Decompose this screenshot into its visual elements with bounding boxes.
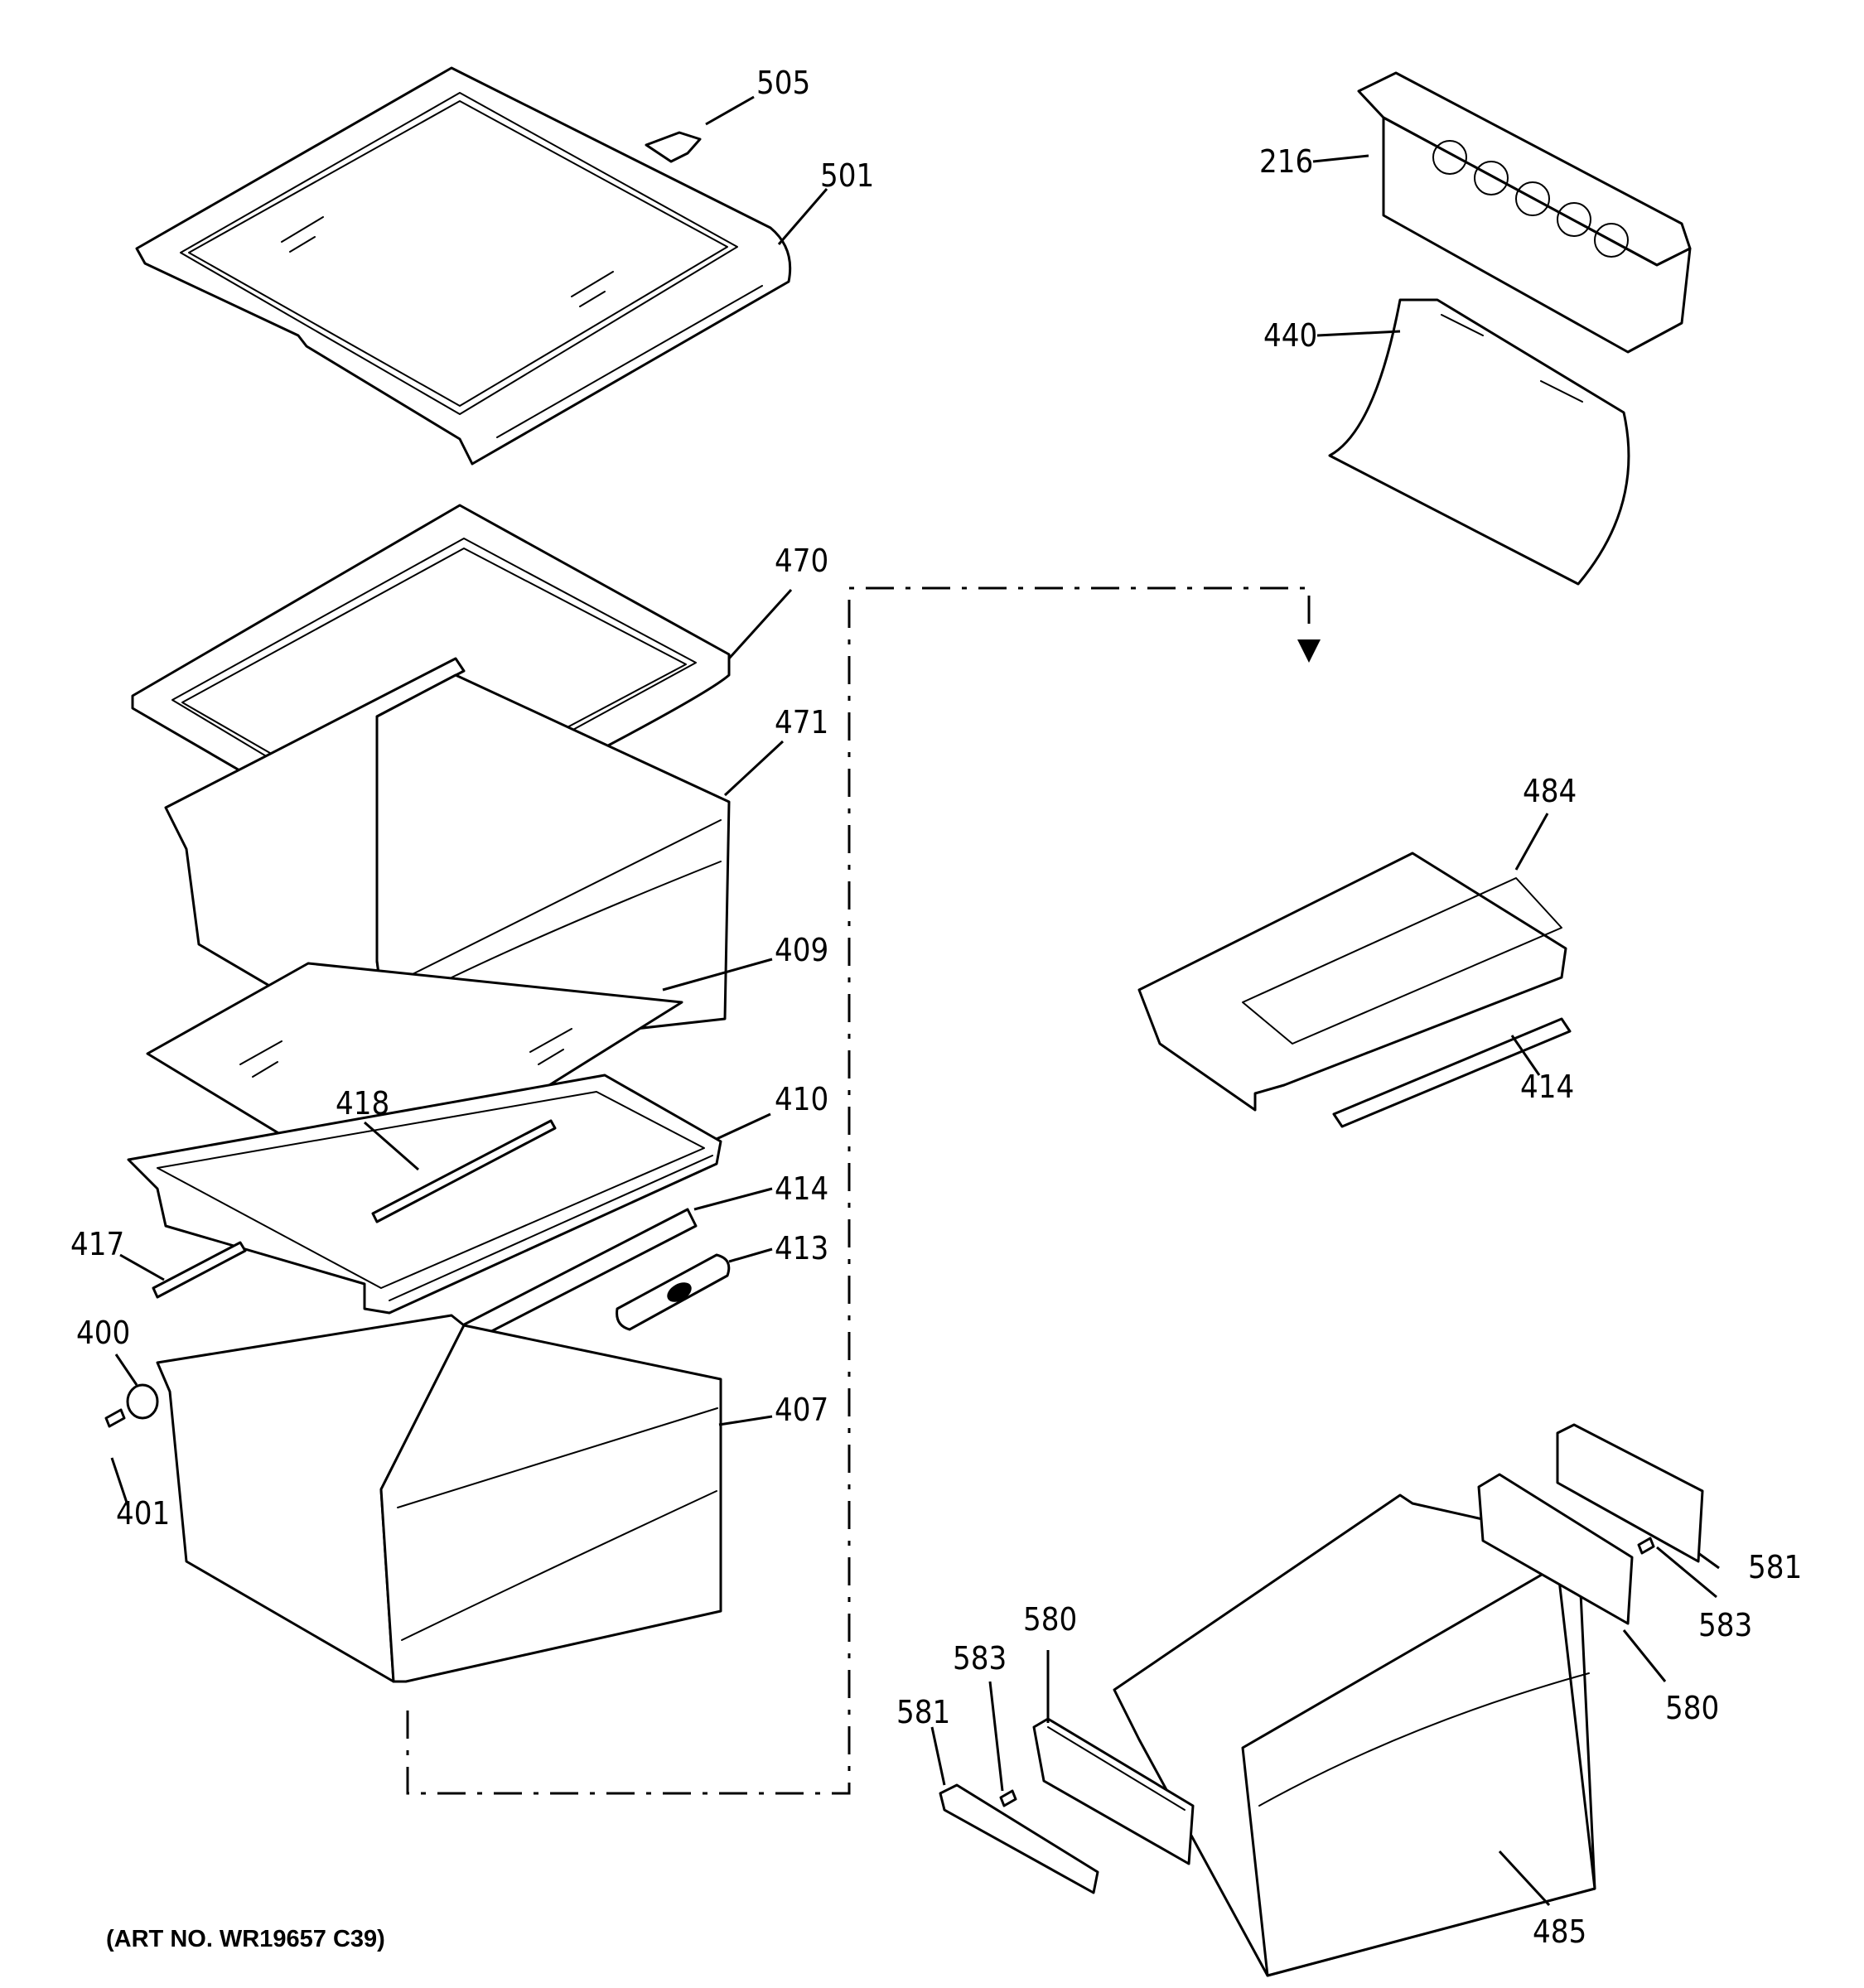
callout-400: 400 bbox=[76, 1315, 130, 1351]
part-407-pan bbox=[156, 1314, 722, 1683]
part-505-clip bbox=[645, 131, 702, 163]
part-400-cap bbox=[126, 1383, 159, 1420]
part-216-bin bbox=[1357, 71, 1692, 354]
callout-471: 471 bbox=[775, 704, 828, 741]
part-580-slide-right bbox=[1477, 1473, 1634, 1625]
callout-485: 485 bbox=[1533, 1913, 1586, 1950]
part-413-handle bbox=[616, 1253, 731, 1331]
callout-505: 505 bbox=[756, 65, 810, 101]
callout-409: 409 bbox=[775, 932, 828, 968]
callout-216: 216 bbox=[1259, 143, 1313, 180]
callout-501: 501 bbox=[820, 157, 874, 194]
part-583-screw-left bbox=[999, 1789, 1017, 1807]
callout-418: 418 bbox=[336, 1085, 389, 1122]
callout-470: 470 bbox=[775, 543, 828, 579]
part-440-curved-panel bbox=[1328, 298, 1630, 586]
callout-413: 413 bbox=[775, 1230, 828, 1267]
part-417-rod bbox=[152, 1241, 247, 1299]
part-583-screw-right bbox=[1637, 1537, 1655, 1555]
callout-414-right: 414 bbox=[1520, 1069, 1574, 1105]
callout-407: 407 bbox=[775, 1392, 828, 1428]
callout-581-left: 581 bbox=[896, 1694, 950, 1730]
part-580-slide-left bbox=[1032, 1717, 1195, 1865]
callout-583-right: 583 bbox=[1698, 1607, 1752, 1643]
part-401-screw bbox=[104, 1408, 126, 1428]
leader-lines bbox=[110, 95, 1720, 1907]
part-484-cover bbox=[1137, 852, 1567, 1112]
callout-labels: 505 501 216 440 470 471 409 418 410 414 … bbox=[70, 65, 1802, 1950]
callout-580-left: 580 bbox=[1023, 1601, 1077, 1638]
callout-410: 410 bbox=[775, 1081, 828, 1117]
art-number: (ART NO. WR19657 C39) bbox=[106, 1926, 385, 1952]
callout-580-right: 580 bbox=[1665, 1690, 1719, 1726]
part-471-crisper-drawer bbox=[164, 657, 731, 1058]
callout-484: 484 bbox=[1523, 773, 1577, 809]
part-581-rail-left bbox=[939, 1783, 1099, 1894]
part-501-glass-shelf bbox=[135, 66, 792, 466]
part-581-rail-right bbox=[1556, 1423, 1704, 1563]
callout-440: 440 bbox=[1263, 317, 1317, 354]
part-414-strip-right bbox=[1332, 1017, 1572, 1128]
callout-417: 417 bbox=[70, 1226, 124, 1262]
assembly-reference-line bbox=[406, 586, 1311, 1795]
assembly-arrow bbox=[1297, 639, 1321, 663]
callout-583-left: 583 bbox=[953, 1640, 1007, 1677]
callout-414-left: 414 bbox=[775, 1170, 828, 1207]
callout-581-right: 581 bbox=[1748, 1549, 1802, 1585]
part-485-drawer bbox=[1113, 1493, 1596, 1977]
callout-401: 401 bbox=[116, 1495, 170, 1532]
part-418-bar bbox=[371, 1119, 557, 1223]
